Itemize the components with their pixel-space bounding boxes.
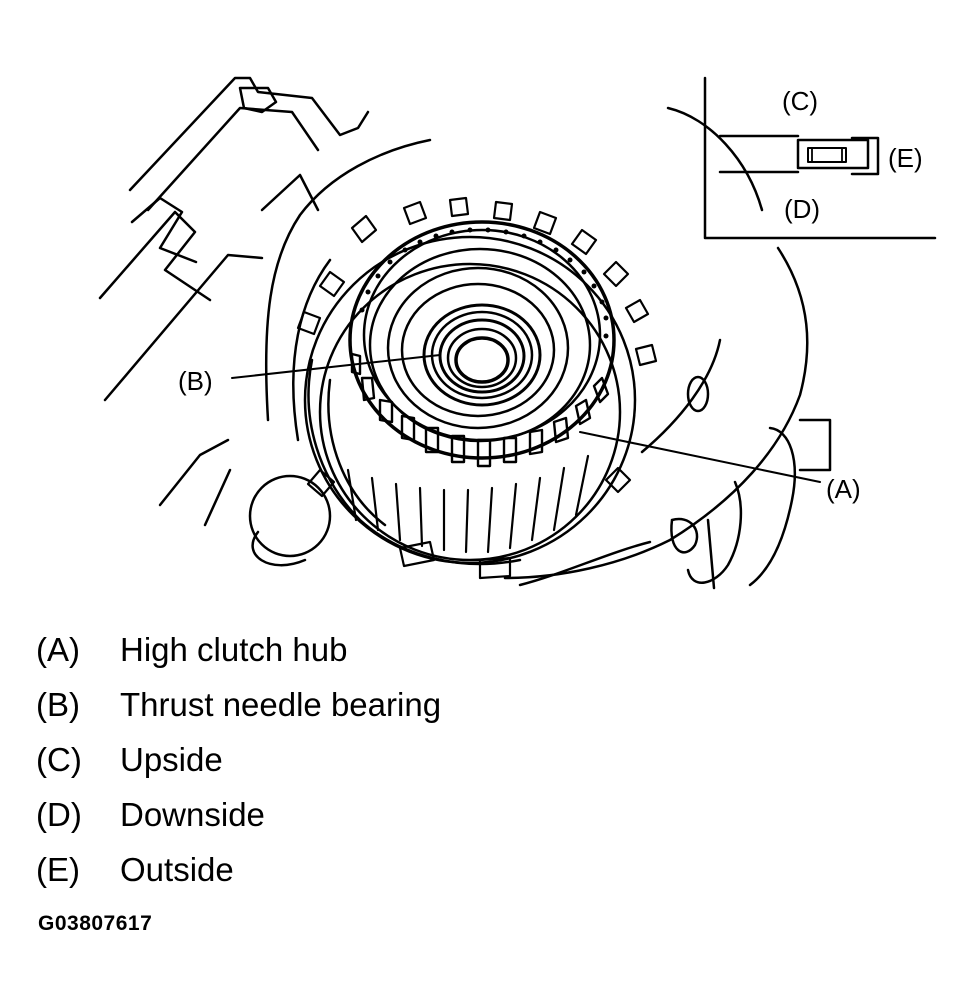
leader-lines: [231, 354, 821, 483]
callout-c-label: (C): [782, 86, 819, 116]
callout-d-label: (D): [784, 194, 821, 224]
thrust-needle-bearing: [422, 303, 542, 407]
high-clutch-hub: [348, 220, 616, 468]
legend-text: High clutch hub: [120, 631, 348, 668]
legend-key: (D): [36, 796, 82, 833]
legend-text: Thrust needle bearing: [120, 686, 442, 723]
legend-key: (C): [36, 741, 82, 778]
callout-b-label: (B): [178, 366, 213, 396]
callout-a-label: (A): [826, 474, 861, 504]
legend-key: (A): [36, 631, 80, 668]
clutch-drum: [296, 196, 658, 580]
transmission-case: [98, 76, 832, 590]
callout-e-label: (E): [888, 143, 923, 173]
legend-text: Downside: [120, 796, 265, 833]
legend-text: Upside: [120, 741, 223, 778]
legend-key: (E): [36, 851, 80, 888]
exploded-diagram: (B) (A) (C) (E) (D): [98, 76, 937, 590]
legend-key: (B): [36, 686, 80, 723]
legend-text: Outside: [120, 851, 234, 888]
figure-id: G03807617: [38, 912, 153, 935]
bearing-orientation-inset: [703, 76, 937, 240]
